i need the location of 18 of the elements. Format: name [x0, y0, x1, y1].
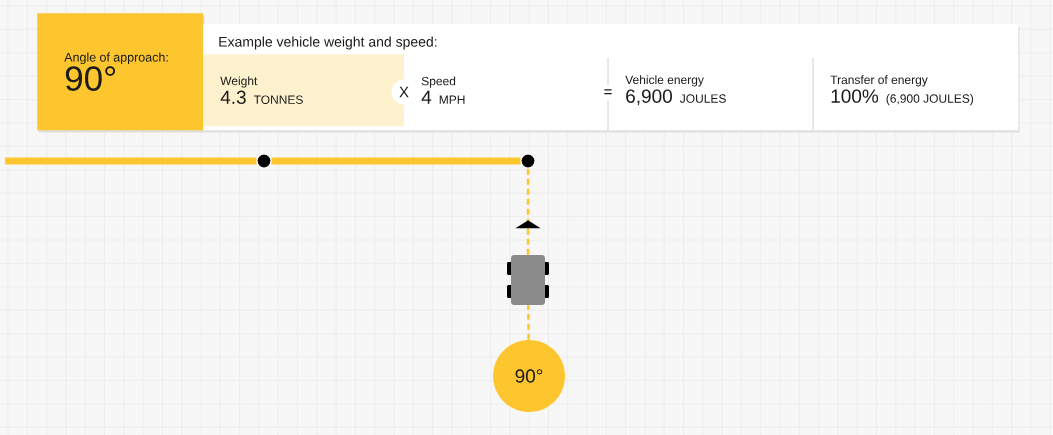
heading-box: Angle of approach: 90°	[37, 13, 205, 133]
operator-sign: =	[602, 85, 614, 101]
node-label: Transfer of energy	[830, 75, 928, 87]
node-label: 4	[421, 90, 432, 104]
angle-badge: 90°	[493, 340, 565, 412]
road-line	[271, 157, 521, 165]
data-cell: Transfer of energy 100% (6,900 JOULES)	[812, 54, 1019, 131]
node-label: (6,900 JOULES)	[886, 93, 974, 106]
node-label: JOULES	[679, 94, 726, 103]
node-label: Speed	[421, 76, 456, 88]
car-icon	[507, 255, 549, 305]
dashed-line	[527, 305, 530, 340]
node-label: 6,900	[626, 89, 672, 106]
operator-sign: X	[391, 79, 417, 105]
node-label: =	[604, 89, 612, 95]
node-label: MPH	[439, 95, 465, 104]
node-label: Vehicle energy	[625, 75, 704, 87]
node-label: 100%	[831, 89, 879, 103]
